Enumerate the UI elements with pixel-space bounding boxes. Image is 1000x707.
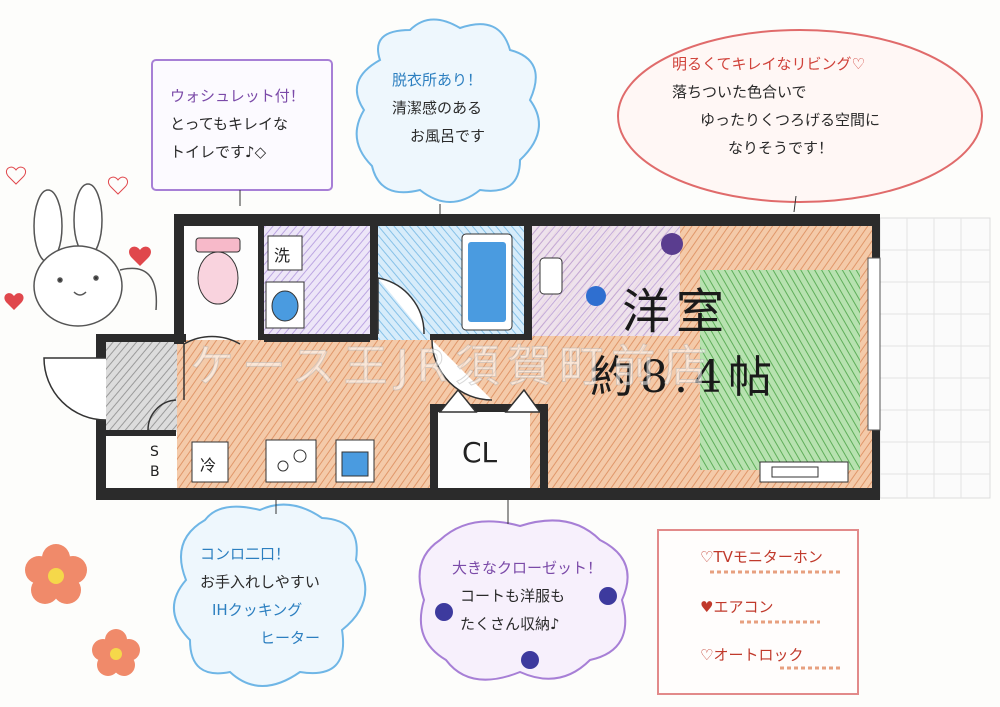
shoe-box-label-b: B: [150, 464, 160, 480]
bubble-living-line-4: なりそうです！: [728, 139, 834, 157]
washer-label: 洗: [274, 246, 291, 265]
bubble-closet: [418, 500, 629, 681]
bubble-toilet-line-2: とってもキレイな: [170, 115, 289, 133]
bubble-living: [617, 29, 983, 213]
bubble-bath: [355, 18, 540, 214]
bubble-closet-text: 大きなクローゼット！ コートも洋服も たくさん収納♪: [452, 554, 602, 638]
bubble-toilet-line-1: ウォシュレット付！: [170, 87, 305, 105]
western-room-name: 洋室: [622, 284, 731, 340]
bubble-closet-line-3: たくさん収納♪: [460, 615, 560, 633]
hearts: [4, 166, 151, 310]
bubble-living-text: 明るくてキレイなリビング♡ 落ちついた色合いで ゆったりくつろげる空間に なりそ…: [672, 50, 880, 162]
rabbit-illustration: [33, 183, 158, 327]
bubble-kitchen-text: コンロ二口！ お手入れしやすい IHクッキング ヒーター: [200, 540, 320, 652]
flower-decorations: [25, 544, 140, 676]
bubble-bath-text: 脱衣所あり！ 清潔感のある お風呂です: [392, 66, 485, 150]
balcony: [879, 217, 991, 499]
bubble-closet-line-2: コートも洋服も: [460, 587, 566, 605]
bubble-bath-line-3: お風呂です: [410, 127, 486, 145]
western-room-label: 洋室: [622, 284, 730, 340]
fridge-label: 冷: [200, 456, 217, 475]
bubble-kitchen-line-1: コンロ二口！: [200, 545, 291, 563]
bubble-kitchen-line-2: お手入れしやすい: [200, 573, 320, 591]
equipment-box: [657, 529, 859, 695]
bubble-kitchen-line-3: IHクッキング: [212, 601, 303, 619]
watermark-text: ケース王JR須賀町前店: [189, 341, 716, 393]
bubble-bath-line-2: 清潔感のある: [392, 99, 483, 117]
bubble-toilet: [151, 59, 333, 206]
equipment-auto-lock: ♡オートロック: [700, 646, 804, 664]
equipment-tv-monitor: ♡TVモニターホン: [700, 548, 823, 566]
bubble-toilet-line-3: トイレです♪◇: [170, 143, 267, 161]
closet-label: CL: [462, 436, 498, 469]
western-room-size-text: 約8.4帖: [590, 352, 778, 403]
bubble-kitchen-line-4: ヒーター: [260, 629, 321, 647]
bubble-toilet-text: ウォシュレット付！ とってもキレイな トイレです♪◇: [170, 82, 305, 166]
fixtures: [191, 233, 849, 483]
shoe-box-label-s: S: [150, 444, 159, 460]
bubble-kitchen: [172, 500, 367, 687]
bubble-living-line-3: ゆったりくつろげる空間に: [700, 111, 881, 129]
doors: [43, 277, 542, 431]
window-right: [867, 257, 881, 431]
bubble-bath-line-1: 脱衣所あり！: [392, 71, 483, 89]
bubble-living-line-2: 落ちついた色合いで: [672, 83, 807, 101]
bubble-living-line-1: 明るくてキレイなリビング♡: [672, 55, 865, 73]
western-room-size: 約8.4帖: [590, 350, 778, 406]
equipment-air-conditioner: ♥エアコン: [700, 598, 774, 616]
bubble-closet-line-1: 大きなクローゼット！: [452, 559, 603, 577]
